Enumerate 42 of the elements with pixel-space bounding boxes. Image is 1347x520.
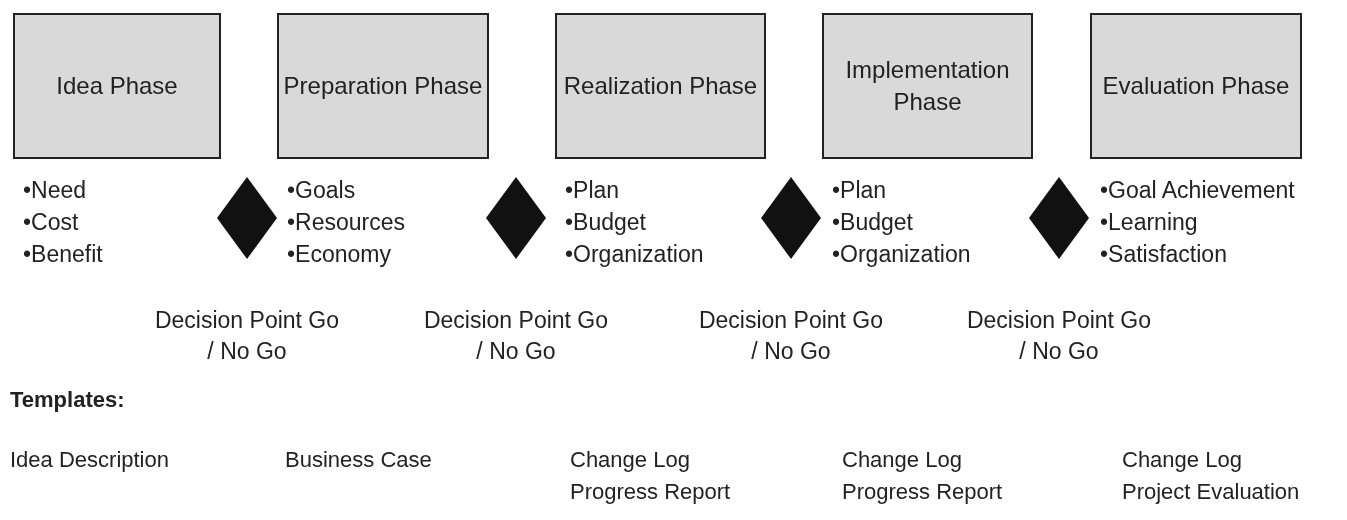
decision-diamond	[1029, 177, 1089, 259]
bullet-item: •Budget	[832, 208, 913, 237]
template-name: Change Log	[570, 446, 690, 474]
bullet-item: •Resources	[287, 208, 405, 237]
phase-box	[822, 13, 1033, 159]
bullet-item: •Plan	[565, 176, 620, 205]
phase-title: Idea Phase	[55, 71, 179, 101]
template-name: Change Log	[842, 446, 962, 474]
phase-title: Implementation Phase	[844, 55, 1011, 117]
bullet-item: •Plan	[832, 176, 887, 205]
template-name: Business Case	[285, 446, 432, 474]
decision-diamond	[761, 177, 821, 259]
phase-box	[277, 13, 489, 159]
decision-label: Decision Point Go / No Go	[697, 306, 885, 366]
phase-title: Realization Phase	[562, 71, 759, 101]
decision-diamond	[217, 177, 277, 259]
template-name: Progress Report	[842, 478, 1003, 506]
decision-diamond	[486, 177, 546, 259]
bullet-item: •Need	[23, 176, 87, 205]
decision-label: Decision Point Go / No Go	[153, 306, 341, 366]
decision-label: Decision Point Go / No Go	[422, 306, 610, 366]
phase-box	[555, 13, 766, 159]
bullet-item: •Organization	[565, 240, 704, 269]
section-heading: Templates:	[10, 386, 125, 414]
bullet-item: •Organization	[832, 240, 971, 269]
template-name: Change Log	[1122, 446, 1242, 474]
bullet-item: •Learning	[1100, 208, 1198, 237]
template-name: Progress Report	[570, 478, 731, 506]
bullet-item: •Goals	[287, 176, 356, 205]
bullet-item: •Cost	[23, 208, 79, 237]
bullet-item: •Economy	[287, 240, 391, 269]
bullet-item: •Goal Achievement	[1100, 176, 1295, 205]
bullet-item: •Benefit	[23, 240, 103, 269]
template-name: Project Evaluation	[1122, 478, 1300, 506]
phase-box	[1090, 13, 1302, 159]
phase-title: Evaluation Phase	[1101, 71, 1291, 101]
decision-label: Decision Point Go / No Go	[965, 306, 1153, 366]
phase-title: Preparation Phase	[282, 71, 484, 101]
bullet-item: •Budget	[565, 208, 646, 237]
bullet-item: •Satisfaction	[1100, 240, 1227, 269]
template-name: Idea Description	[10, 446, 169, 474]
phase-box	[13, 13, 221, 159]
